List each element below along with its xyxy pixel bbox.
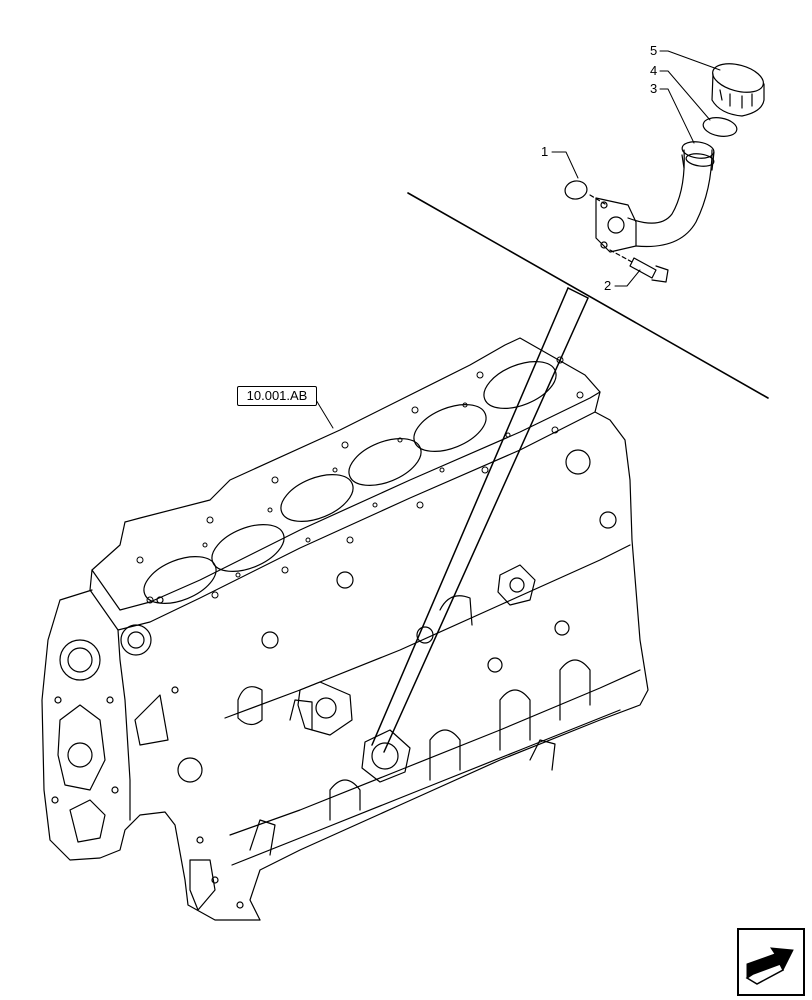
callout-4: 4 <box>650 63 658 78</box>
next-page-button[interactable] <box>737 928 805 996</box>
section-line <box>407 192 769 399</box>
side-bosses <box>237 449 617 856</box>
engine-block <box>41 337 649 921</box>
bolt-part-2 <box>609 249 669 283</box>
seal-part-4 <box>702 117 738 137</box>
callout-leaders <box>312 50 721 429</box>
callout-5: 5 <box>650 43 658 58</box>
front-face-details <box>51 596 244 911</box>
next-page-arrow-icon <box>737 928 805 996</box>
bolt-holes <box>136 356 584 604</box>
assembly-leader-lines <box>371 287 589 753</box>
filler-tube-part-3 <box>595 141 715 253</box>
filler-cap-part-5 <box>711 63 765 117</box>
o-ring-part-1 <box>564 180 588 200</box>
cylinder-bores <box>143 361 557 604</box>
reference-link-box[interactable]: 10.001.AB <box>237 386 317 406</box>
callout-2: 2 <box>604 278 612 293</box>
callout-3: 3 <box>650 81 658 96</box>
callout-1: 1 <box>541 144 549 159</box>
